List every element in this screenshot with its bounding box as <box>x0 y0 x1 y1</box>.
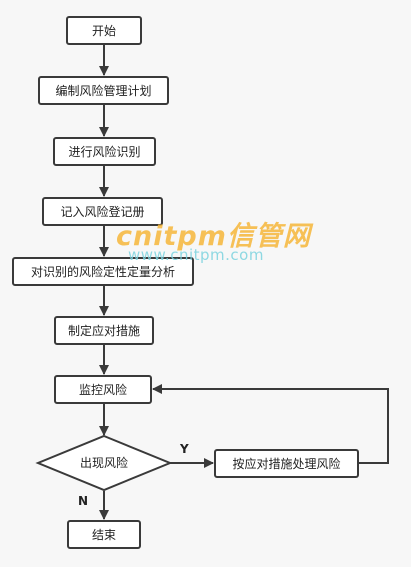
plan-node: 编制风险管理计划 <box>38 76 169 105</box>
end-node: 结束 <box>67 520 141 549</box>
no-label: N <box>78 494 88 508</box>
qualitative-node: 对识别的风险定性定量分析 <box>12 257 194 286</box>
arrow-handle-loop-to-monitor <box>152 384 389 464</box>
decision-diamond <box>35 434 173 492</box>
handle-node: 按应对措施处理风险 <box>214 449 359 478</box>
yes-label: Y <box>179 442 189 456</box>
start-node: 开始 <box>66 16 142 45</box>
watermark-url: www.cnitpm.com <box>128 246 264 264</box>
register-node: 记入风险登记册 <box>42 197 163 226</box>
identify-node: 进行风险识别 <box>53 137 156 166</box>
decision-label: 出现风险 <box>80 455 128 470</box>
watermark-logo-text: cnitpm信管网 <box>116 221 311 252</box>
monitor-node: 监控风险 <box>54 375 152 404</box>
response-node: 制定应对措施 <box>54 316 154 345</box>
